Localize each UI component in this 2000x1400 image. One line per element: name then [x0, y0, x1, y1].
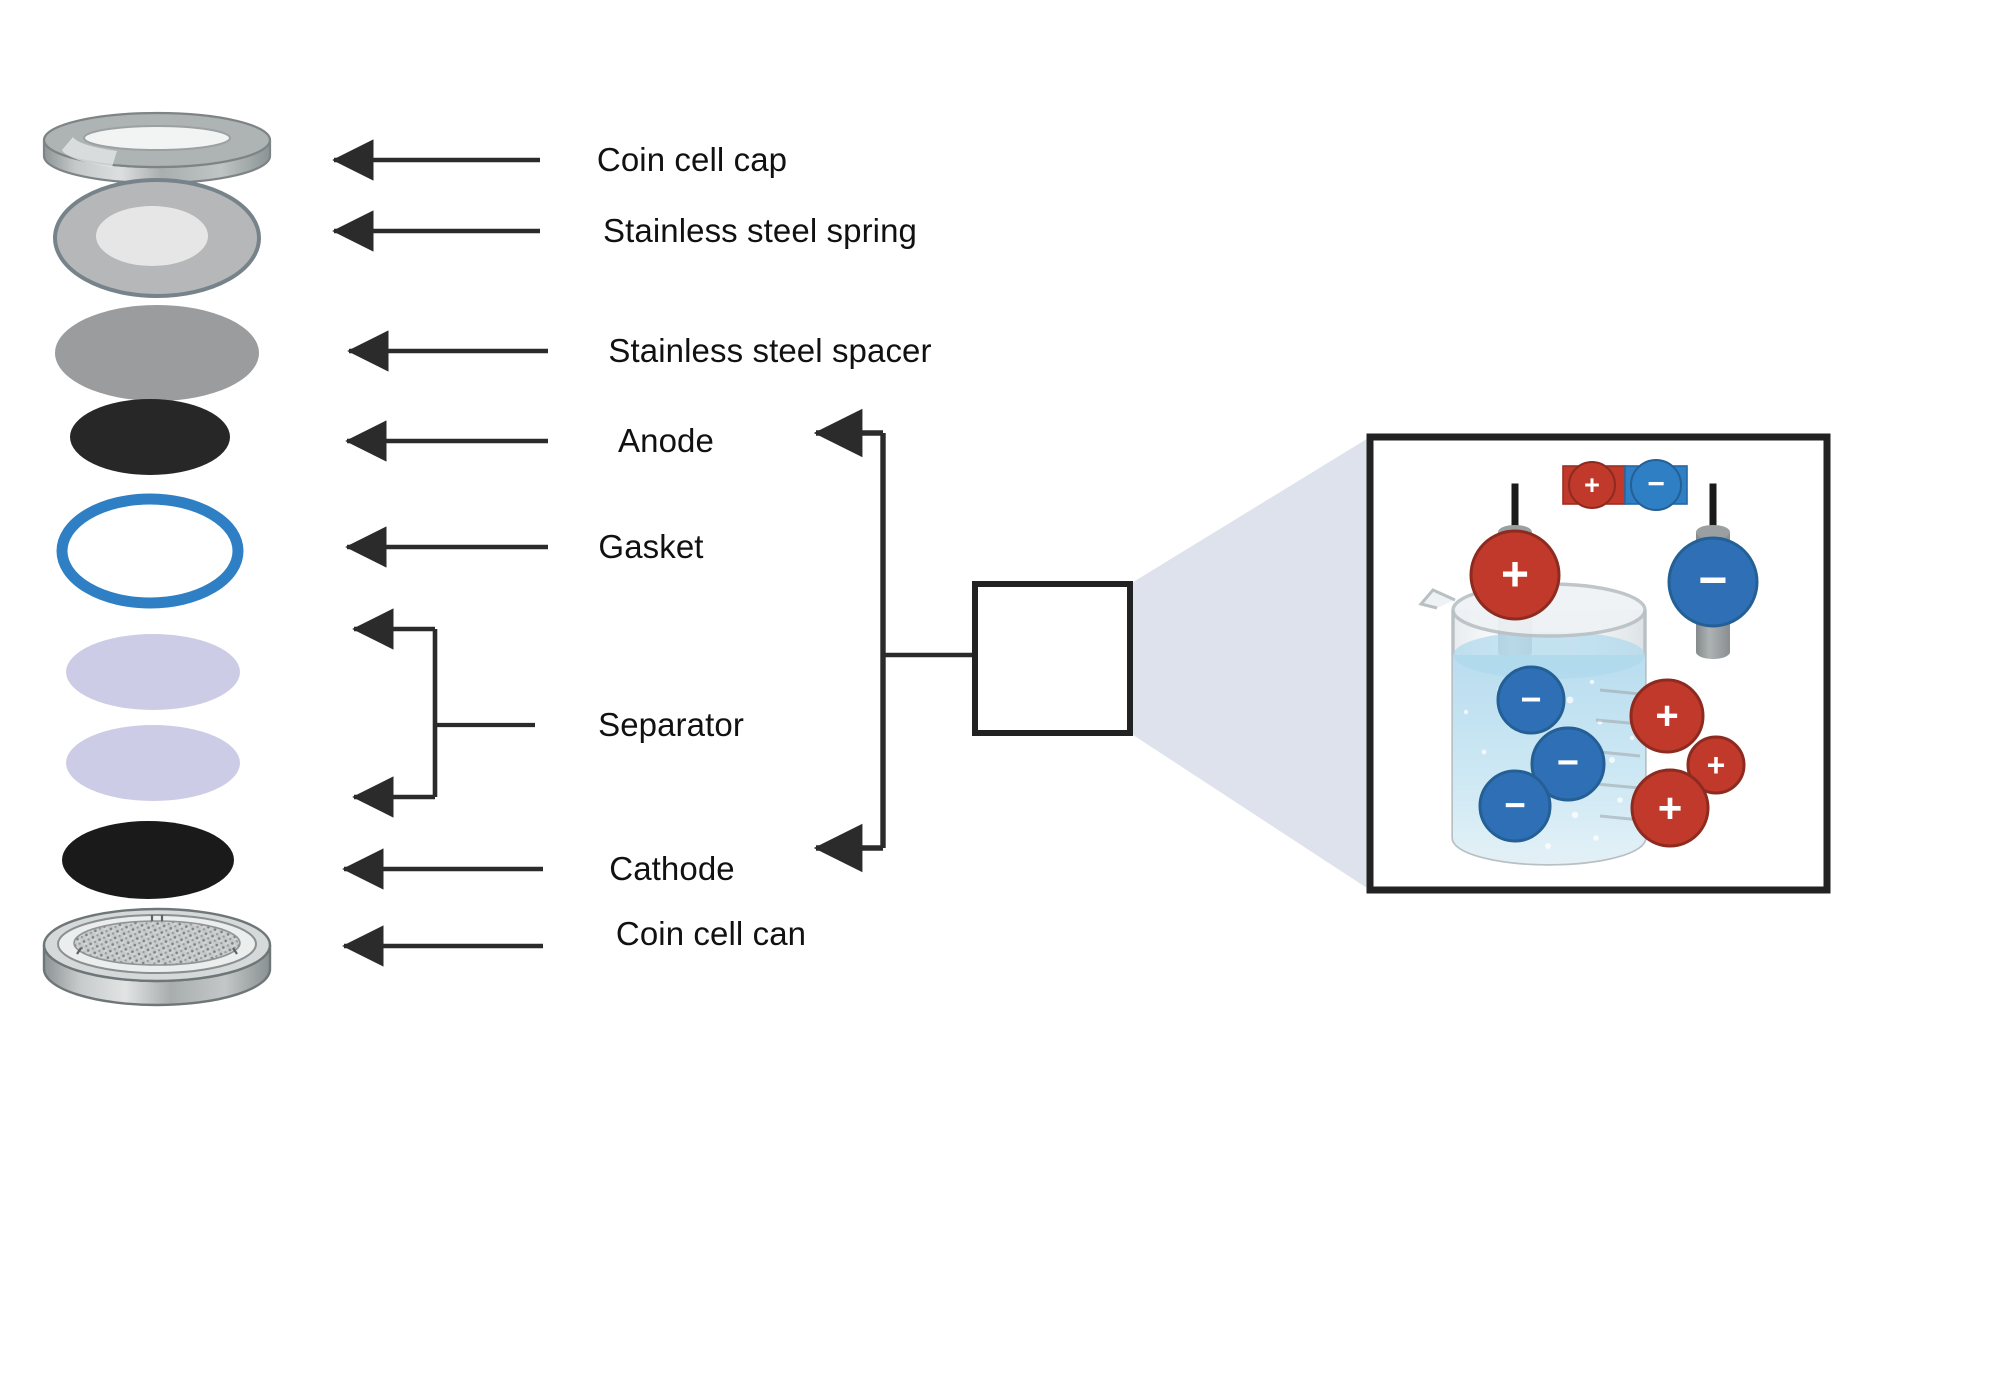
- separator-bracket: [352, 608, 535, 818]
- label-separator: Separator: [598, 706, 744, 743]
- can-tab-sides: [76, 947, 238, 955]
- separator-top-part: [66, 634, 240, 710]
- label-anode: Anode: [618, 422, 714, 459]
- callout-connector-trapezoid: [1130, 437, 1370, 890]
- can-tab-top: [150, 915, 164, 921]
- exploded-cell-stack: [42, 111, 272, 1007]
- ion-positive-3: +: [1630, 768, 1710, 848]
- liquid-surface: [1453, 632, 1645, 679]
- stainless-steel-spring-part: [53, 178, 261, 298]
- cap-inner-recess: [83, 125, 231, 151]
- electrochemical-cell-illustration: + −: [1366, 433, 1831, 894]
- ion-positive-2: +: [1686, 735, 1746, 795]
- separator-bottom-disc: [66, 725, 240, 801]
- ion-negative-1: −: [1496, 665, 1566, 735]
- label-coin-cell-cap: Coin cell cap: [596, 141, 788, 178]
- label-cathode: Cathode: [609, 850, 735, 887]
- electrode-heads: + −: [1469, 529, 1759, 628]
- label-gasket: Gasket: [598, 528, 704, 565]
- ion-negative-3: −: [1478, 769, 1552, 843]
- anode-part: [70, 399, 230, 475]
- coin-cell-can-part: [42, 907, 272, 1007]
- coin-cell-cap-part: [42, 111, 272, 185]
- negative-electrode-symbol: −: [1698, 552, 1727, 608]
- positive-electrode: [1469, 529, 1561, 621]
- ion-negative-3-symbol: −: [1504, 785, 1526, 826]
- battery-symbol: + −: [1562, 459, 1688, 511]
- separator-bottom-part: [66, 725, 240, 801]
- ion-positive-1-symbol: +: [1655, 694, 1678, 738]
- wire-left: [1511, 483, 1523, 534]
- callout-connector: [972, 437, 1370, 890]
- negative-electrode-rod-top: [1696, 525, 1730, 539]
- electrode-bracket: [813, 408, 978, 873]
- cap-highlight: [62, 137, 117, 167]
- battery-positive-node: [1568, 461, 1616, 509]
- cathode-part: [62, 821, 234, 899]
- positive-electrode-symbol: +: [1501, 549, 1529, 602]
- gasket-part: [56, 493, 244, 609]
- spring-inner-coil: [96, 206, 208, 266]
- spacer-disc: [55, 305, 259, 401]
- negative-electrode: [1667, 536, 1759, 628]
- cathode-disc: [62, 821, 234, 899]
- callout-source-box: [972, 581, 1133, 736]
- battery-negative-node: [1630, 459, 1682, 511]
- battery-negative-symbol: −: [1647, 468, 1665, 501]
- separator-top-disc: [66, 634, 240, 710]
- beaker-spout: [1418, 588, 1456, 610]
- ion-negative-2-symbol: −: [1557, 742, 1579, 784]
- ion-negative-2: −: [1530, 726, 1606, 802]
- battery-positive-symbol: +: [1584, 470, 1600, 500]
- label-stainless-steel-spacer: Stainless steel spacer: [608, 332, 932, 369]
- stainless-steel-spacer-part: [55, 305, 259, 401]
- can-mesh-disc: [73, 920, 241, 966]
- gasket-ring: [56, 493, 244, 609]
- label-coin-cell-can: Coin cell can: [615, 915, 807, 952]
- ion-positive-1: +: [1629, 678, 1705, 754]
- ion-negative-1-symbol: −: [1520, 679, 1541, 720]
- leader-arrows: [332, 139, 548, 967]
- ion-positive-3-symbol: +: [1658, 785, 1683, 832]
- anode-disc: [70, 399, 230, 475]
- ions: − − − + +: [1478, 665, 1746, 848]
- label-stainless-steel-spring: Stainless steel spring: [602, 212, 918, 249]
- ion-positive-2-symbol: +: [1707, 747, 1726, 783]
